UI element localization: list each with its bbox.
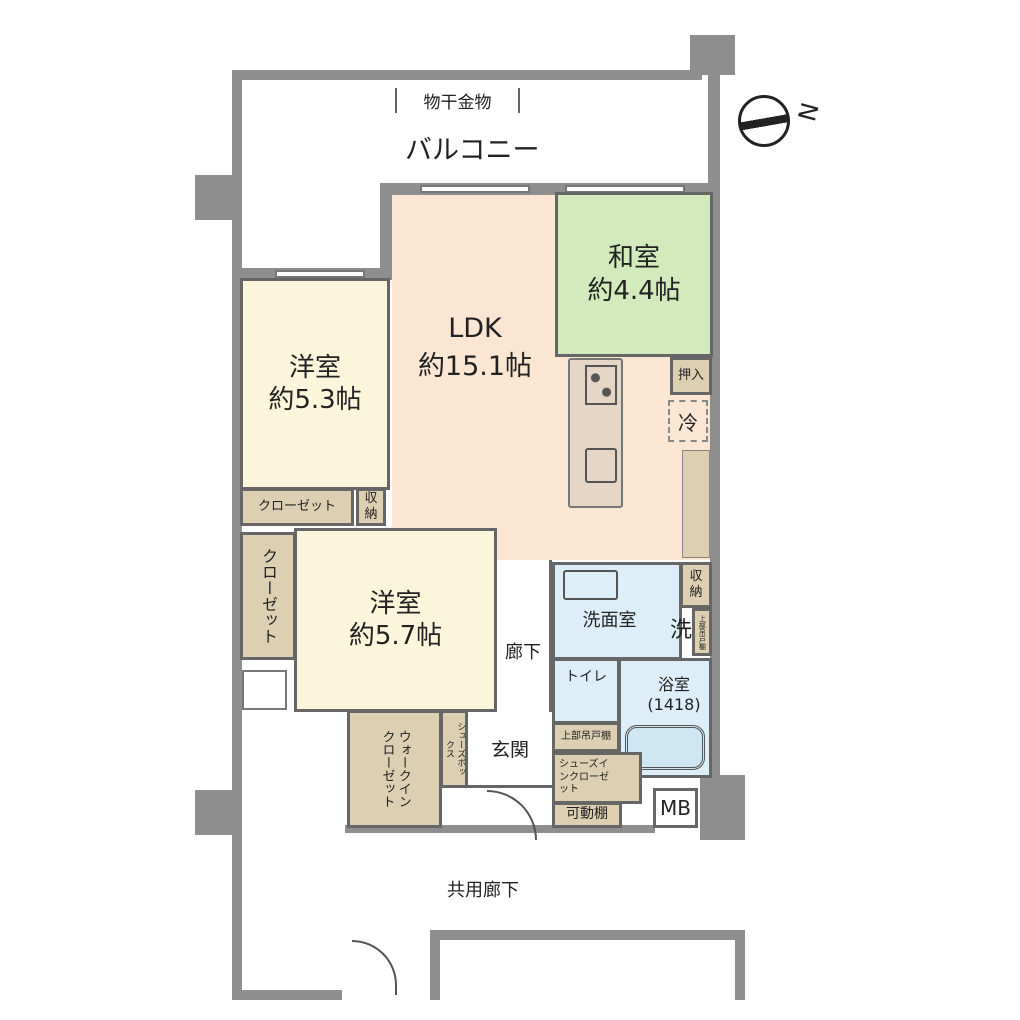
wall-bottom-right (430, 930, 745, 940)
storage1-label: 収納 (364, 490, 378, 522)
room-washitsu: 和室 約4.4帖 (555, 192, 713, 357)
storage-2: 収納 (680, 562, 712, 608)
movable-shelf: 可動棚 (552, 802, 622, 828)
wall-corner-ne (690, 35, 735, 75)
wall-corner-se (700, 775, 745, 840)
washitsu-name: 和室 (607, 243, 660, 273)
front-door[interactable] (487, 790, 537, 840)
entrance: 玄関 (468, 712, 552, 788)
room-ldk (392, 195, 558, 560)
wall-corner-w2 (195, 790, 240, 835)
upper-cabinet-wash: 上部吊戸棚 (692, 608, 712, 656)
shoe-closet-label: シューズインクローゼット (559, 759, 609, 796)
kitchen-cabinet (682, 450, 710, 558)
wall-corner-w1 (195, 175, 240, 220)
ldk-size: 約15.1帖 (417, 350, 533, 382)
bath-size: (1418) (647, 695, 701, 714)
closet-1: クローゼット (240, 488, 354, 526)
washroom-label: 洗面室 (582, 609, 637, 631)
hallway-label: 廊下 (505, 642, 541, 663)
fridge-label: 冷 (678, 410, 698, 435)
compass-icon (738, 95, 790, 147)
wall-bottom-mid (430, 930, 440, 1000)
closet1-label: クローゼット (257, 498, 336, 514)
upper-cabinet-toilet-label: 上部吊戸棚 (561, 730, 611, 742)
toilet-label: トイレ (565, 669, 607, 685)
sink-icon (585, 448, 617, 483)
wall-top (232, 70, 702, 80)
storage-1: 収納 (356, 488, 386, 526)
fridge-space: 冷 (668, 400, 708, 442)
closet2-label: クローゼット (259, 548, 278, 644)
balcony-label: バルコニー (405, 135, 540, 166)
mb-label: MB (660, 795, 691, 820)
yoshitsu2-size: 約5.7帖 (348, 621, 443, 651)
ldk-label: LDK 約15.1帖 (392, 310, 558, 386)
closet-2: クローゼット (240, 532, 296, 660)
compass-north-label: N (793, 99, 825, 125)
bath-name: 浴室 (657, 675, 690, 694)
wall-ldk-west (380, 183, 392, 280)
storage2-label: 収納 (689, 568, 703, 600)
yoshitsu2-name: 洋室 (369, 588, 422, 619)
ldk-name: LDK (448, 313, 502, 344)
room-yoshitsu-1: 洋室 約5.3帖 (240, 278, 390, 490)
room-yoshitsu-2: 洋室 約5.7帖 (294, 528, 497, 712)
walkin-label: ウォークインクローゼット (379, 730, 411, 808)
shoe-in-closet: シューズインクローゼット (552, 752, 642, 804)
yoshitsu1-name: 洋室 (288, 352, 341, 383)
shoebox-label: シューズボックス (444, 722, 466, 776)
stove-icon (585, 365, 617, 405)
yoshitsu1-size: 約5.3帖 (268, 385, 362, 415)
wall-bottom-right-v (735, 930, 745, 1000)
wall-left (232, 70, 242, 1000)
meter-box: MB (653, 788, 698, 828)
oshiire: 押入 (670, 357, 712, 395)
hallway: 廊下 (497, 560, 552, 712)
window (420, 185, 530, 193)
washitsu-size: 約4.4帖 (587, 275, 681, 306)
window (275, 270, 365, 278)
pipe-space (242, 670, 287, 710)
walk-in-closet: ウォークインクローゼット (347, 710, 442, 828)
upper-cabinet-toilet: 上部吊戸棚 (552, 722, 620, 752)
oshiire-label: 押入 (677, 367, 704, 383)
washer-label: 洗 (670, 618, 693, 643)
clothes-hanger-label: 物干金物 (395, 88, 520, 113)
upper-cabinet-wash-label: 上部吊戸棚 (698, 614, 707, 650)
wall-right (710, 190, 720, 780)
entrance-label: 玄関 (490, 739, 529, 761)
toilet: トイレ (552, 658, 620, 724)
shelf-label: 可動棚 (566, 806, 608, 823)
wall-right-balcony (708, 40, 720, 190)
washer-space: 洗 (670, 612, 692, 644)
washbasin (563, 570, 618, 600)
shoe-box: シューズボックス (440, 710, 468, 788)
wall-bottom-left (232, 990, 342, 1000)
corridor-door[interactable] (352, 940, 397, 995)
common-corridor-label: 共用廊下 (447, 880, 519, 901)
